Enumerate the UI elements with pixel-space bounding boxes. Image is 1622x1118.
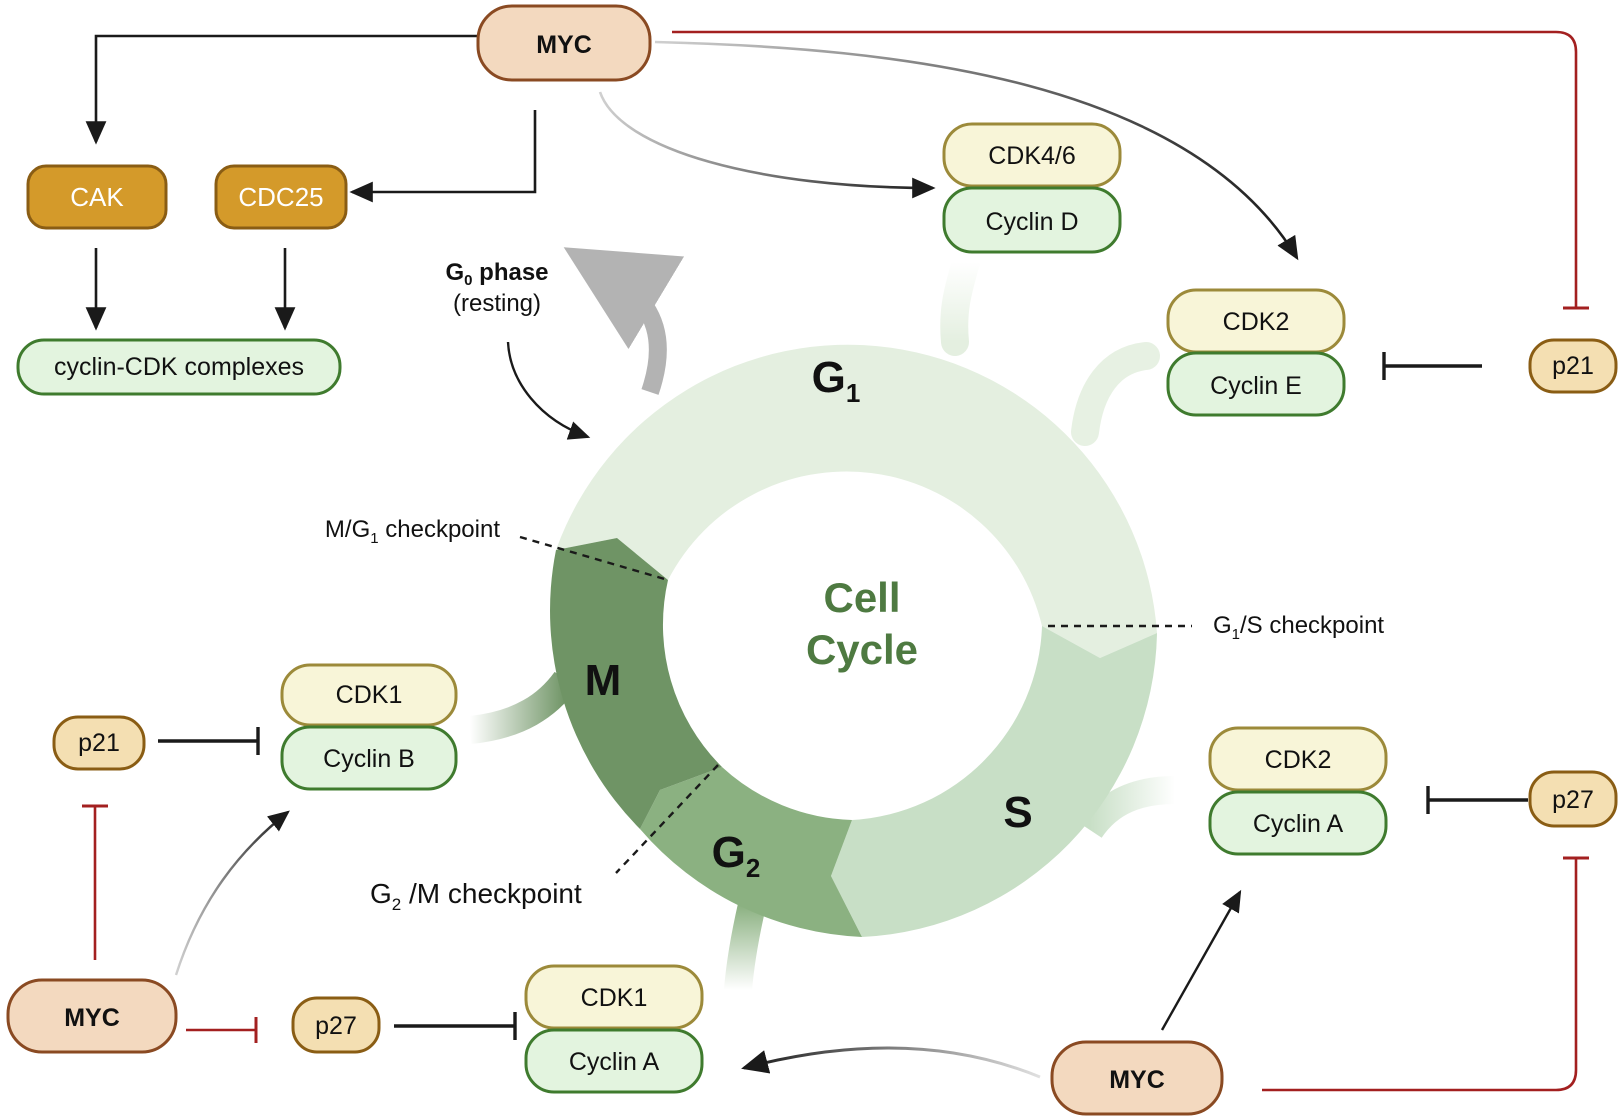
myc-bottom-left: MYC	[6, 978, 178, 1054]
g0-entry-arrow	[506, 341, 591, 440]
s-segment	[831, 626, 1157, 937]
cdk1-b-label: CDK1	[336, 681, 403, 709]
cyclin-a-s-label: Cyclin A	[1253, 810, 1344, 838]
cyclin-a-g2-label: Cyclin A	[569, 1048, 660, 1076]
g1-stem-cyclin-e	[1071, 342, 1160, 446]
arrow-myc-to-cyclin-a-g2	[741, 1046, 1041, 1079]
s-phase-label: S	[1003, 788, 1032, 837]
cyclin-cdk-complexes-node: cyclin-CDK complexes	[16, 338, 342, 396]
myc-bottom-left-label: MYC	[64, 1004, 120, 1032]
g1-phase-label: G1	[812, 353, 861, 408]
cdk1-a-label: CDK1	[581, 984, 648, 1012]
p21-left-node: p21	[52, 715, 146, 771]
cdk2-cyclin-a-s-complex: CDK2 Cyclin A	[1208, 726, 1388, 856]
arrow-myc-to-cdk2-cyclin-e	[654, 40, 1299, 261]
cdc25-node: CDC25	[214, 164, 348, 230]
s-stem-cyclin-a	[1078, 776, 1176, 839]
myc-top-label: MYC	[536, 31, 592, 59]
center-title-line1: Cell	[823, 574, 900, 621]
p27-bottom-node: p27	[291, 996, 381, 1054]
g1-stem-cyclin-d	[940, 248, 980, 356]
cdk2-cyclin-e-complex: CDK2 Cyclin E	[1166, 288, 1346, 417]
p27-right-node: p27	[1528, 770, 1618, 828]
mg1-checkpoint-label: M/G1 checkpoint	[325, 516, 500, 547]
cyclin-e-label: Cyclin E	[1210, 372, 1302, 400]
checkpoints: M/G1 checkpoint G1/S checkpoint G2 /M ch…	[325, 516, 1385, 914]
p27-right-label: p27	[1552, 786, 1594, 814]
center-title-line2: Cycle	[806, 626, 918, 673]
p21-left-label: p21	[78, 729, 120, 757]
g1-segment	[556, 344, 1157, 658]
cdk46-label: CDK4/6	[988, 142, 1076, 170]
inhibit-myc-to-p21-right	[672, 30, 1578, 308]
myc-top: MYC	[476, 4, 652, 82]
m-phase-label: M	[585, 656, 622, 705]
cak-label: CAK	[70, 182, 124, 212]
cdk1-cyclin-b-complex: CDK1 Cyclin B	[280, 663, 458, 791]
m-stem-cyclin-b	[468, 671, 578, 744]
cyclin-b-label: Cyclin B	[323, 745, 415, 773]
myc-bottom-right-label: MYC	[1109, 1066, 1165, 1094]
p21-right-label: p21	[1552, 352, 1594, 380]
arrow-myc-to-cak	[85, 34, 478, 145]
cak-node: CAK	[26, 164, 168, 230]
g0-subtitle: (resting)	[453, 290, 541, 317]
arrow-myc-to-cdc25	[349, 110, 537, 203]
cyclin-cdk-complexes-label: cyclin-CDK complexes	[54, 353, 304, 381]
cdk1-cyclin-a-g2-complex: CDK1 Cyclin A	[524, 964, 704, 1094]
g0-title: G0 phase	[445, 259, 548, 289]
g2m-checkpoint-label: G2 /M checkpoint	[370, 878, 582, 914]
arrow-myc-to-cdk46	[598, 91, 936, 199]
inhibit-myc-to-p27-right	[1262, 858, 1578, 1092]
p21-right-node: p21	[1528, 338, 1618, 394]
g2-phase-label: G2	[712, 828, 761, 883]
connectors	[82, 30, 1589, 1092]
cdk46-cyclin-d-complex: CDK4/6 Cyclin D	[942, 122, 1122, 254]
arrow-myc-to-cyclin-b	[174, 810, 290, 976]
cyclin-d-label: Cyclin D	[985, 208, 1078, 236]
g2m-checkpoint-line	[615, 764, 719, 874]
p27-bottom-label: p27	[315, 1012, 357, 1040]
cell-cycle-ring: G1 S G2 M Cell Cycle	[468, 247, 1176, 992]
g1s-checkpoint-label: G1/S checkpoint	[1213, 612, 1384, 643]
m-segment	[550, 538, 722, 829]
cdc25-label: CDC25	[238, 182, 323, 212]
cdk2-e-label: CDK2	[1223, 308, 1290, 336]
arrow-myc-to-cyclin-a-s	[1160, 889, 1242, 1031]
g0-phase-label: G0 phase (resting)	[445, 259, 548, 317]
g0-exit-arrow	[563, 247, 685, 395]
g2-segment	[640, 767, 862, 937]
g2-stem-cyclin-a	[724, 901, 766, 992]
myc-bottom-right: MYC	[1050, 1040, 1224, 1116]
cdk2-a-label: CDK2	[1265, 746, 1332, 774]
